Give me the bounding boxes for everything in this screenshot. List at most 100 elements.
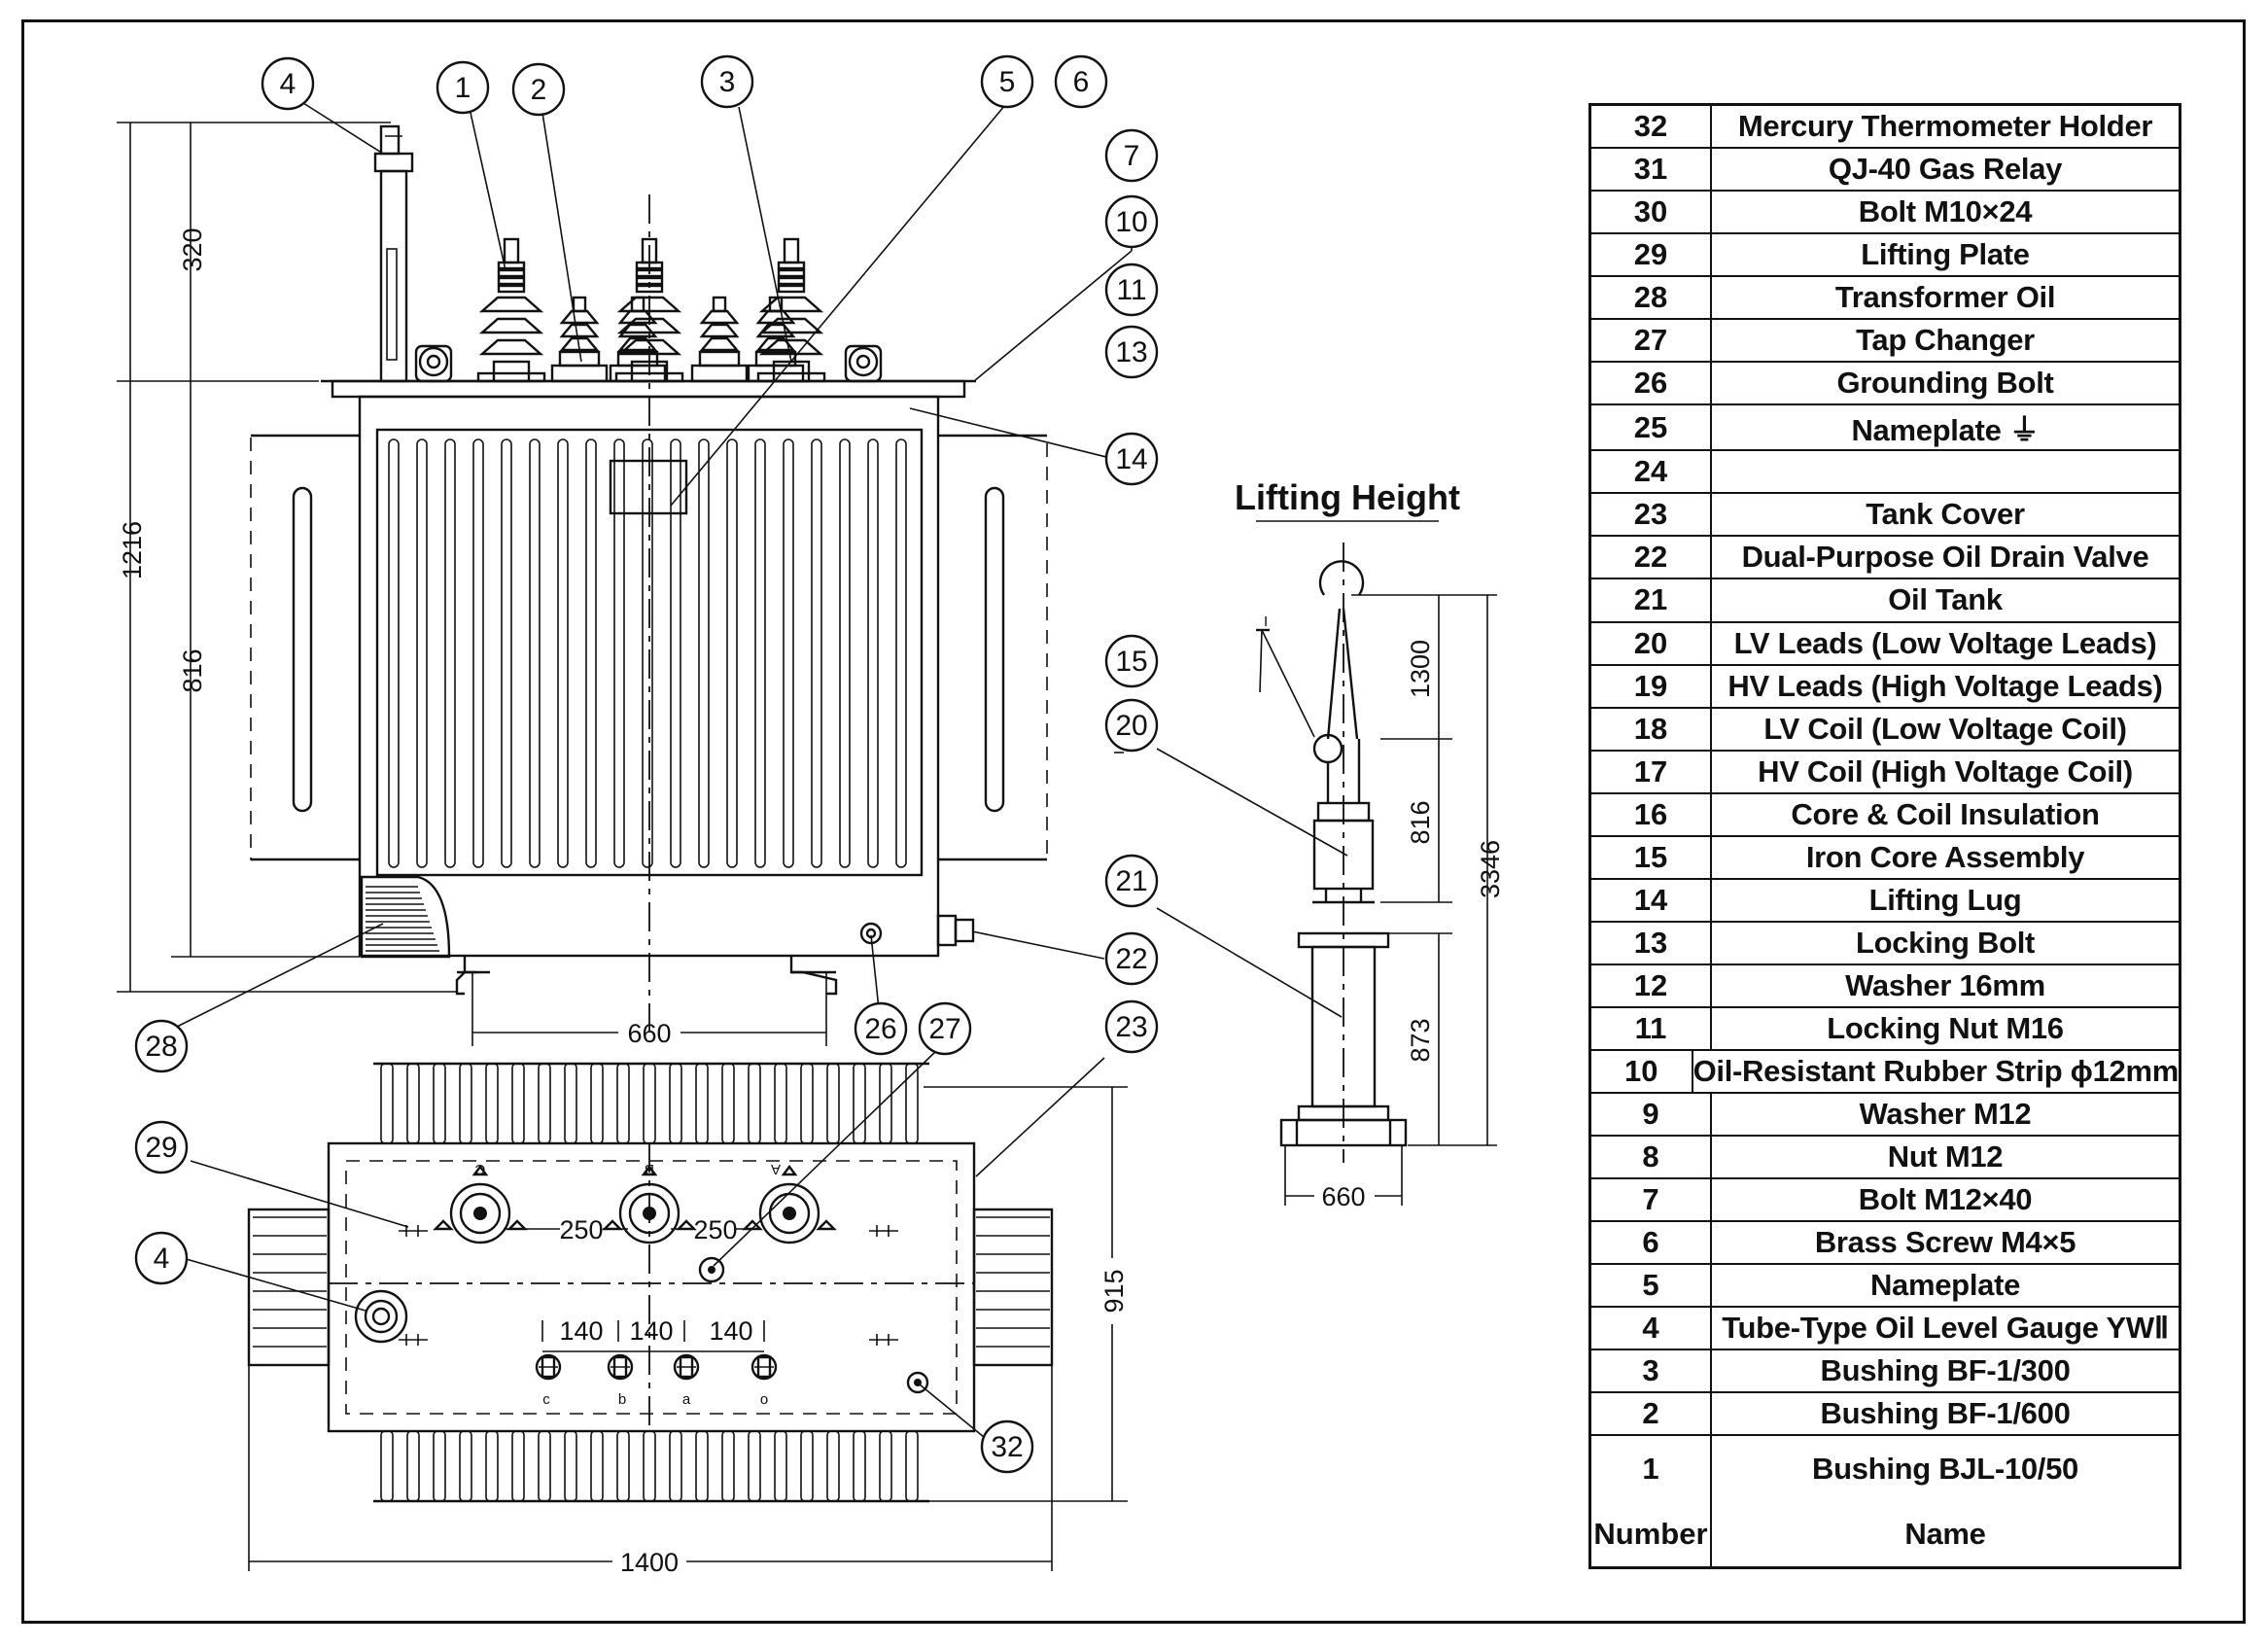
part-name: Nameplate ⏚ — [1851, 413, 2040, 448]
parts-row: 15 Iron Core Assembly — [1591, 836, 2179, 880]
part-number: 11 — [1591, 1007, 1712, 1049]
part-number: 15 — [1591, 836, 1712, 878]
callout-number: 20 — [1115, 710, 1147, 742]
part-number: 3 — [1591, 1350, 1712, 1392]
part-name: Core & Coil Insulation — [1791, 796, 2100, 831]
callout-bubble: 3 — [700, 54, 754, 109]
hv-bushing-top — [742, 1165, 837, 1244]
callout-bubble: 14 — [1104, 432, 1159, 486]
lv-bushing — [550, 296, 609, 383]
header-name: Name — [1904, 1516, 1986, 1551]
part-number: 24 — [1591, 451, 1712, 493]
callout-bubble: 11 — [1104, 263, 1159, 317]
parts-row: 29 Lifting Plate — [1591, 234, 2179, 278]
lv-bushing — [747, 296, 805, 383]
dim-lv-spacing-1: 140 — [559, 1316, 603, 1346]
callout-bubble: 27 — [918, 1001, 972, 1056]
part-name: Bushing BF-1/300 — [1820, 1353, 2071, 1388]
part-number: 19 — [1591, 665, 1712, 707]
part-name: Locking Bolt — [1855, 925, 2036, 960]
top-view-radiators — [373, 1062, 929, 1503]
part-number: 29 — [1591, 234, 1712, 276]
part-name: Bolt M12×40 — [1858, 1182, 2033, 1217]
parts-row: 23 Tank Cover — [1591, 494, 2179, 538]
callout-number: 21 — [1115, 865, 1147, 897]
dim-hv-spacing-2: 250 — [693, 1215, 737, 1244]
lv-bushing-top — [607, 1353, 634, 1381]
part-name: Tap Changer — [1856, 323, 2035, 358]
parts-row: 3 Bushing BF-1/300 — [1591, 1350, 2179, 1394]
callout-bubble: 28 — [134, 1019, 189, 1073]
lv-bushing-top — [750, 1353, 778, 1381]
lifting-height-title: Lifting Height — [1235, 477, 1460, 517]
part-number: 10 — [1591, 1050, 1693, 1093]
callout-number: 13 — [1115, 336, 1147, 368]
part-number: 18 — [1591, 708, 1712, 750]
hv-bushing — [476, 237, 546, 383]
part-name: Washer M12 — [1859, 1097, 2032, 1132]
part-name: Iron Core Assembly — [1805, 839, 2085, 874]
phase-label-c: C — [474, 1161, 485, 1177]
callout-bubble: 26 — [854, 1001, 908, 1056]
part-name: Dual-Purpose Oil Drain Valve — [1741, 540, 2149, 575]
part-name: Tank Cover — [1866, 497, 2025, 532]
part-number: 30 — [1591, 192, 1712, 233]
callout-number: 2 — [531, 74, 547, 106]
dim-overall-height: 1216 — [118, 521, 147, 579]
part-name: Lifting Lug — [1868, 882, 2022, 917]
callout-bubble: 22 — [1104, 931, 1159, 986]
callout-bubble: 23 — [1104, 999, 1159, 1054]
hv-bushing-top — [602, 1165, 697, 1244]
callout-number: 29 — [145, 1132, 177, 1164]
parts-row: 25 Nameplate ⏚ — [1591, 405, 2179, 452]
part-number: 1 — [1591, 1436, 1712, 1502]
part-number: 17 — [1591, 751, 1712, 792]
part-name: Locking Nut M16 — [1827, 1010, 2064, 1045]
part-name: Mercury Thermometer Holder — [1737, 109, 2153, 144]
part-name: Transformer Oil — [1834, 280, 2056, 315]
part-number: 5 — [1591, 1265, 1712, 1307]
part-number: 23 — [1591, 494, 1712, 536]
drawing-sheet — [21, 19, 2246, 1624]
callout-bubble: 21 — [1104, 854, 1159, 908]
part-name: HV Coil (High Voltage Coil) — [1758, 753, 2133, 788]
part-name: Tube-Type Oil Level Gauge YWⅡ — [1722, 1311, 2169, 1346]
dim-lift-gauge: 660 — [1321, 1182, 1365, 1211]
parts-row: 24 — [1591, 451, 2179, 495]
dim-top-depth: 915 — [1099, 1269, 1129, 1313]
part-name: Oil-Resistant Rubber Strip ϕ12mm — [1692, 1054, 2180, 1088]
part-name: Washer 16mm — [1845, 967, 2045, 1002]
part-number: 9 — [1591, 1094, 1712, 1136]
callout-number: 26 — [864, 1013, 896, 1045]
part-number: 25 — [1591, 405, 1712, 450]
part-number: 31 — [1591, 149, 1712, 191]
dim-lift-sling: 1300 — [1406, 640, 1435, 698]
part-name: Lifting Plate — [1861, 237, 2030, 272]
part-name: Oil Tank — [1888, 582, 2003, 617]
callout-number: 10 — [1115, 206, 1147, 238]
callout-number: 4 — [280, 68, 297, 100]
radiator-fins — [388, 438, 907, 868]
dim-bushing-height: 320 — [178, 228, 207, 271]
dim-track-gauge: 660 — [627, 1019, 671, 1048]
callout-number: 5 — [999, 66, 1016, 98]
section-mark: I — [1264, 613, 1268, 630]
callout-bubble: 10 — [1104, 194, 1159, 249]
dim-lift-body: 816 — [1406, 800, 1435, 844]
callout-number: 3 — [719, 66, 736, 98]
